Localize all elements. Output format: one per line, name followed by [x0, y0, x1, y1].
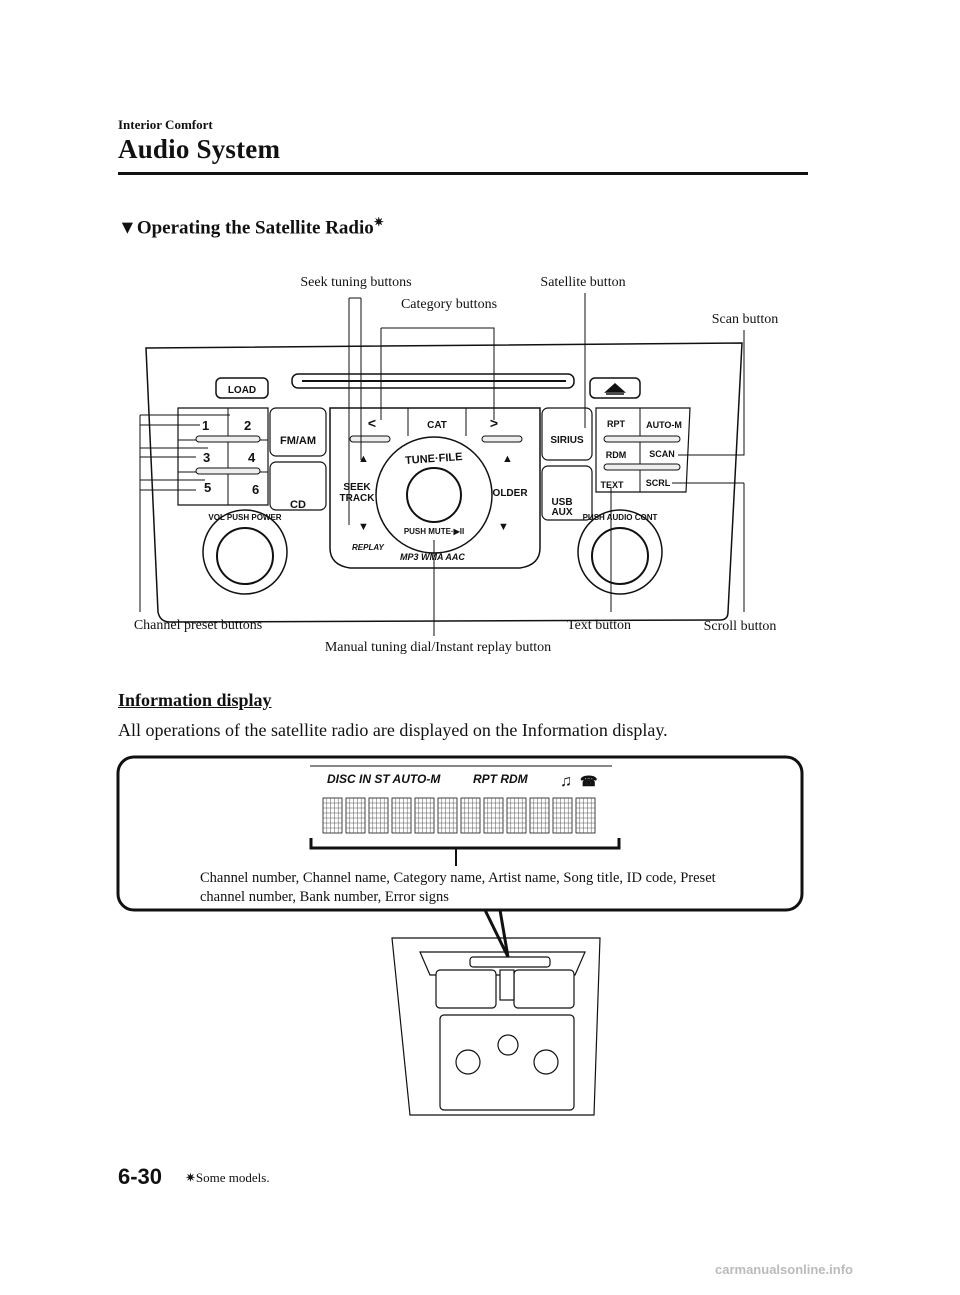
pointer-line	[483, 909, 510, 958]
formats-label: MP3 WMA AAC	[400, 552, 465, 562]
rpt-button[interactable]: RPT	[607, 419, 626, 429]
callout-scroll: Scroll button	[704, 619, 777, 634]
page-number: 6-30	[118, 1164, 163, 1189]
auto-m-button[interactable]: AUTO-M	[646, 420, 682, 430]
callout-category: Category buttons	[401, 297, 497, 312]
preset-6-button[interactable]: 6	[252, 482, 259, 497]
folder-label: FOLDER	[486, 488, 528, 499]
preset-4-button[interactable]: 4	[248, 450, 256, 465]
display-character-cell	[322, 797, 343, 834]
dashboard-illustration	[391, 937, 601, 1116]
display-character-cell	[483, 797, 504, 834]
display-character-cell	[345, 797, 366, 834]
asterisk-icon: ✷	[373, 215, 384, 229]
manual-tuning-dial[interactable]	[406, 467, 462, 523]
category-prev-button[interactable]: <	[368, 415, 376, 431]
text-button[interactable]: TEXT	[600, 480, 624, 490]
display-character-cell	[368, 797, 389, 834]
load-button[interactable]	[215, 377, 269, 399]
cat-button[interactable]: CAT	[427, 420, 447, 431]
folder-down-button[interactable]: ▼	[498, 521, 509, 533]
usb-label: USB	[551, 497, 572, 508]
preset-2-button[interactable]: 2	[244, 418, 251, 433]
replay-label: REPLAY	[352, 543, 385, 552]
display-character-cell	[391, 797, 412, 834]
callout-bubble	[116, 755, 804, 912]
volume-label: VOL PUSH POWER	[208, 513, 281, 522]
callout-satellite: Satellite button	[540, 275, 625, 290]
music-note-icon: ♫	[560, 773, 572, 790]
seek-down-button[interactable]: ▼	[358, 521, 369, 533]
category-next-button[interactable]: >	[490, 415, 498, 431]
dot-matrix-segments	[322, 797, 596, 834]
information-display-heading: Information display	[118, 690, 272, 710]
preset-divider-bar	[195, 435, 261, 443]
load-button-label: LOAD	[228, 385, 256, 396]
display-character-cell	[414, 797, 435, 834]
callout-seek-tuning: Seek tuning buttons	[300, 275, 411, 290]
preset-5-button[interactable]: 5	[204, 480, 211, 495]
preset-divider-bar	[195, 467, 261, 475]
callout-text: Text button	[567, 618, 631, 633]
preset-3-button[interactable]: 3	[203, 450, 210, 465]
callout-manual-tuning: Manual tuning dial/Instant replay button	[325, 640, 551, 655]
eject-icon	[604, 382, 626, 395]
callout-scan: Scan button	[712, 312, 779, 327]
callout-channel-preset: Channel preset buttons	[134, 618, 262, 633]
audio-control-knob[interactable]	[591, 527, 649, 585]
section-heading: ▼Operating the Satellite Radio✷	[118, 215, 384, 239]
sirius-button[interactable]	[541, 407, 593, 461]
radio-panel-figure: LOAD 1 2 3 4 5 6 FM/AM CD < CAT > ▲ ▲ SE…	[134, 275, 779, 655]
display-bracket	[309, 838, 621, 850]
page-title: Audio System	[118, 134, 281, 164]
folder-up-button[interactable]: ▲	[502, 453, 513, 465]
sirius-label: SIRIUS	[550, 435, 584, 446]
scan-button[interactable]: SCAN	[649, 449, 675, 459]
display-character-cell	[529, 797, 550, 834]
display-indicators-right: RPT RDM	[473, 772, 529, 786]
callout-lines	[139, 293, 745, 636]
display-caption: Channel number, Channel name, Category n…	[200, 870, 716, 905]
volume-knob[interactable]	[216, 527, 274, 585]
header-rule	[118, 172, 808, 175]
rdm-button[interactable]: RDM	[606, 450, 627, 460]
display-character-cell	[506, 797, 527, 834]
scrl-button[interactable]: SCRL	[646, 478, 671, 488]
footnote-text: Some models.	[195, 1170, 270, 1185]
seek-label: SEEK	[343, 482, 371, 493]
track-label: TRACK	[340, 493, 376, 504]
information-display-body: All operations of the satellite radio ar…	[118, 720, 668, 740]
fmam-label: FM/AM	[280, 435, 316, 447]
breadcrumb: Interior Comfort	[118, 117, 213, 132]
phone-icon: ☎	[580, 773, 597, 789]
function-block	[595, 407, 691, 493]
section-heading-text: Operating the Satellite Radio	[136, 217, 374, 239]
preset-1-button[interactable]: 1	[202, 418, 209, 433]
mute-label: PUSH MUTE·▶II	[404, 527, 464, 536]
display-character-cell	[460, 797, 481, 834]
footnote: ✷Some models.	[185, 1170, 270, 1186]
asterisk-icon: ✷	[185, 1170, 196, 1185]
usb-aux-button[interactable]	[541, 465, 593, 521]
audio-label: PUSH AUDIO CONT	[583, 513, 658, 522]
seek-up-button[interactable]: ▲	[358, 453, 369, 465]
display-indicators: DISC IN ST AUTO-M	[327, 772, 441, 786]
fmam-button[interactable]	[269, 407, 327, 457]
preset-block	[177, 407, 269, 506]
cd-button[interactable]	[269, 461, 327, 511]
display-character-cell	[437, 797, 458, 834]
information-display-figure: DISC IN ST AUTO-M RPT RDM ♫ ☎	[116, 755, 804, 1116]
display-character-cell	[552, 797, 573, 834]
watermark: carmanualsonline.info	[715, 1262, 853, 1277]
tune-file-label: TUNE·FILE	[405, 451, 463, 467]
display-character-cell	[575, 797, 596, 834]
cd-label: CD	[290, 499, 306, 511]
triangle-marker-icon: ▼	[118, 217, 137, 239]
aux-label: AUX	[551, 507, 572, 518]
